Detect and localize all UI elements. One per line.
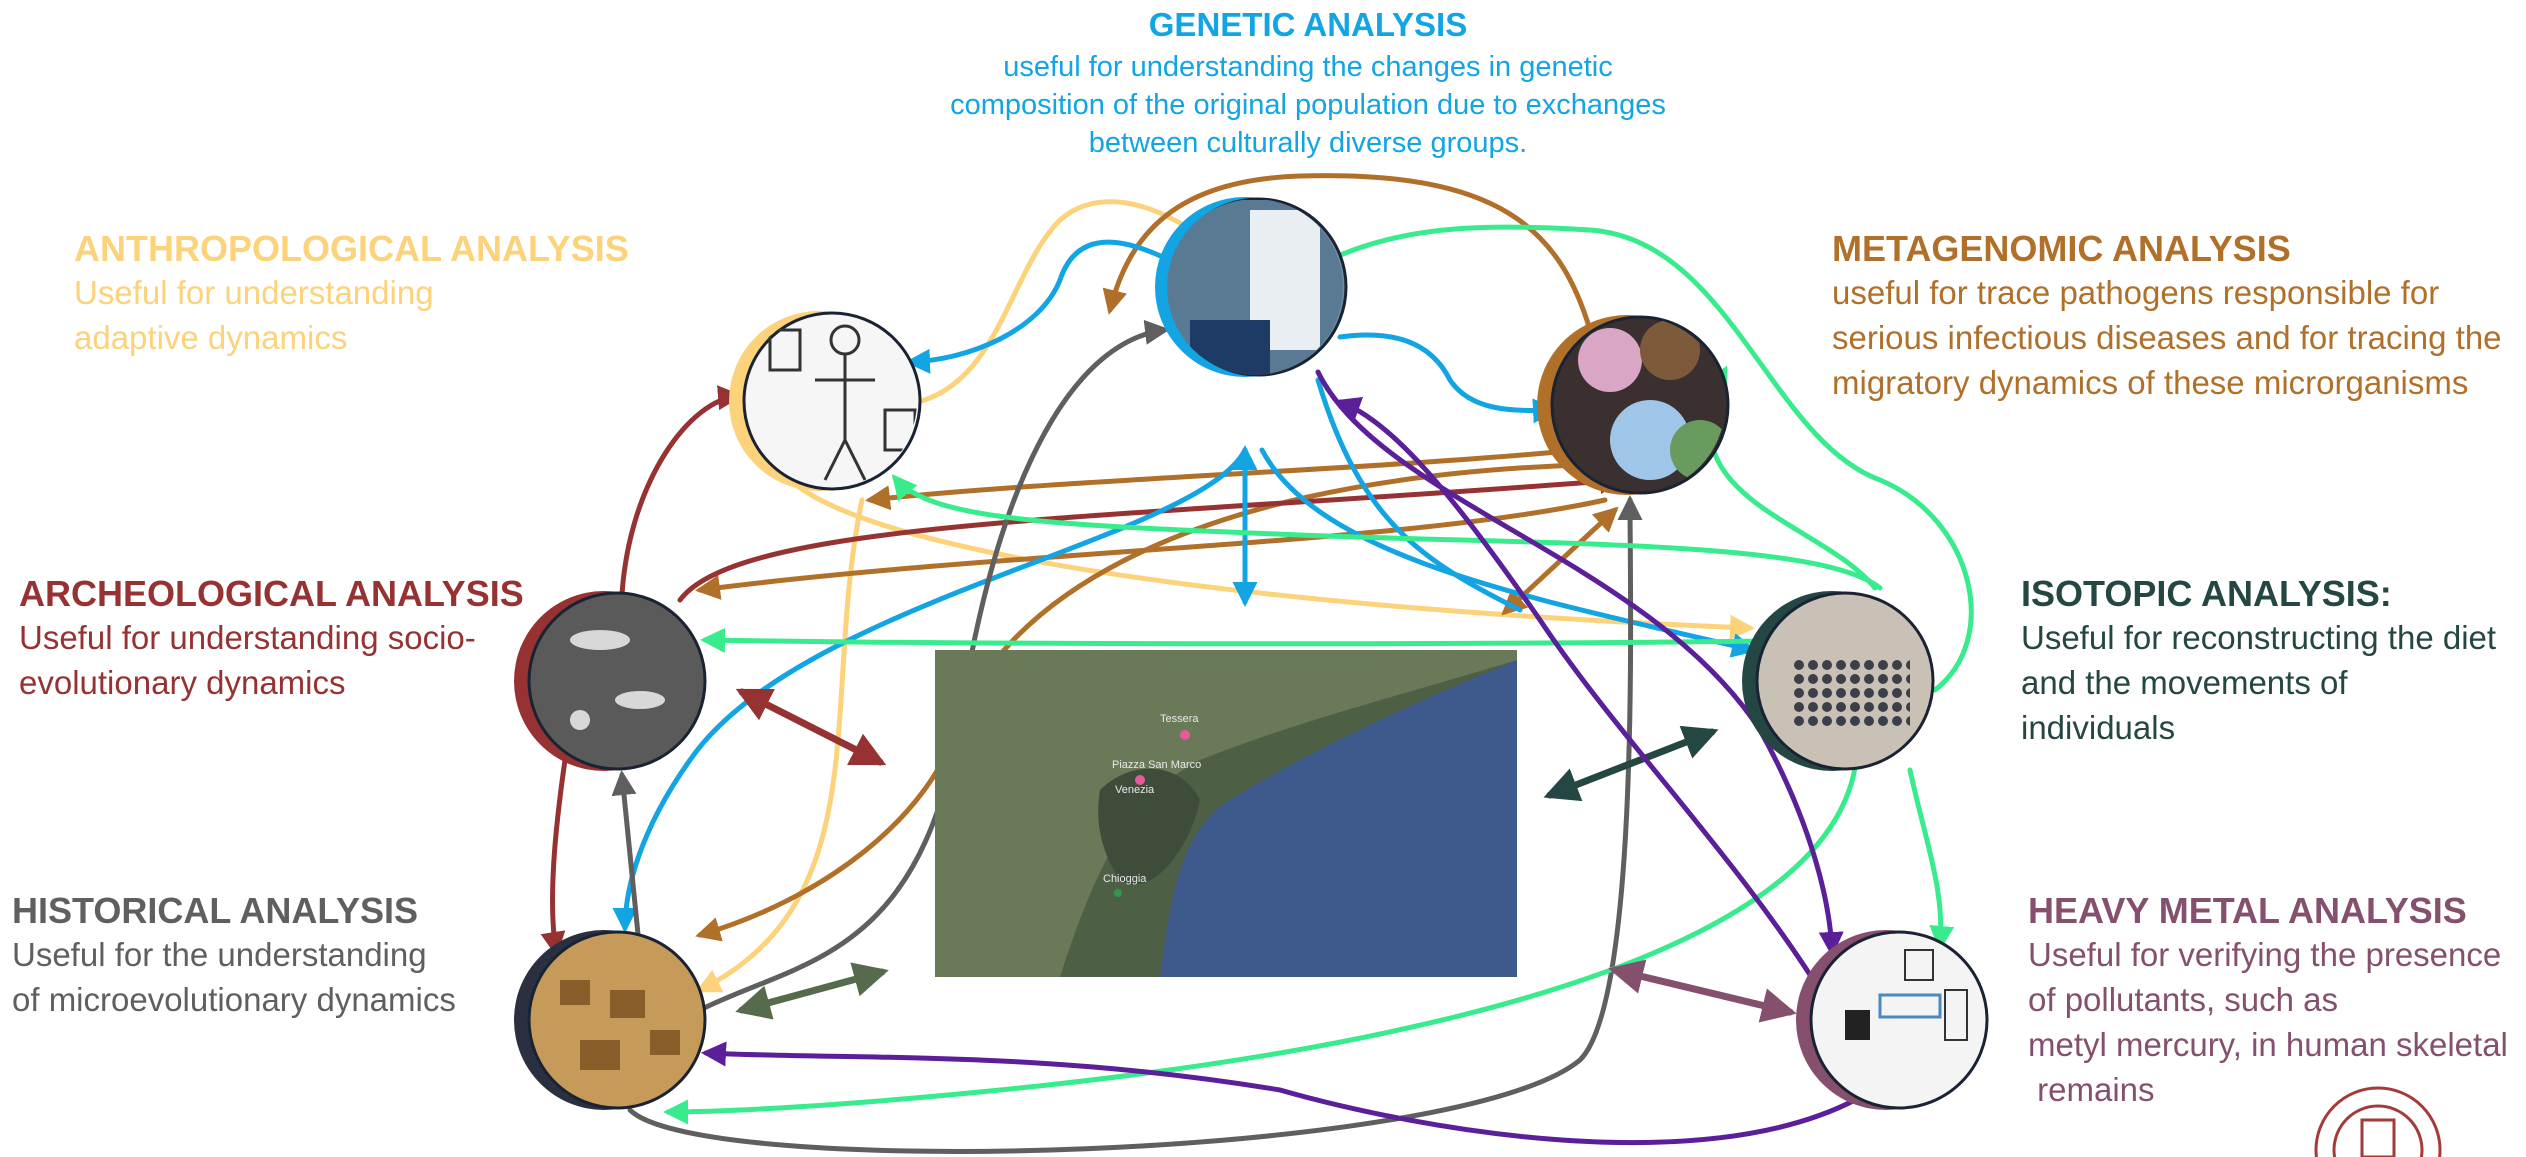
arrow-archeo-to-meta — [677, 469, 1625, 603]
node-historical — [514, 930, 707, 1110]
archeo-desc-line-1: Useful for understanding socio- — [19, 619, 476, 656]
archeological-analysis-title: ARCHEOLOGICAL ANALYSIS — [19, 573, 524, 614]
arrow-meta-to-anthro — [865, 445, 1603, 511]
arrow-iso-to-archeo — [700, 627, 1853, 653]
iso-desc-line-1: Useful for reconstructing the diet — [2021, 619, 2497, 656]
historical-analysis-title: HISTORICAL ANALYSIS — [12, 890, 419, 931]
arrow-archeo-to-anthro — [619, 385, 743, 597]
archeological-analysis-block: ARCHEOLOGICAL ANALYSIS Useful for unders… — [19, 573, 524, 705]
meta-desc-line-3: migratory dynamics of these microrganism… — [1832, 364, 2469, 401]
iso-desc-line-2: and the movements of — [2021, 664, 2348, 701]
heavy-desc-line-3: metyl mercury, in human skeletal — [2028, 1026, 2508, 1063]
arrow-anthro-to-isotopic — [787, 477, 1755, 640]
archeo-desc-line-2: evolutionary dynamics — [19, 664, 346, 701]
isotopic-analysis-title: ISOTOPIC ANALYSIS: — [2021, 573, 2392, 614]
node-heavy-metal — [1796, 930, 1989, 1110]
heavy-desc-line-2: of pollutants, such as — [2028, 981, 2339, 1018]
arrow-historical-to-archeo — [611, 770, 641, 937]
heavy-desc-line-4: remains — [2028, 1071, 2155, 1108]
arrow-archeo-to-historical — [540, 757, 568, 957]
arrow-genetic-to-meta — [1337, 332, 1558, 424]
anthro-desc-line-2: adaptive dynamics — [74, 319, 348, 356]
venice-lagoon-map: Tessera Piazza San Marco Venezia Chioggi… — [935, 650, 1517, 977]
metagenomic-analysis-title: METAGENOMIC ANALYSIS — [1832, 228, 2291, 269]
anthropological-analysis-title: ANTHROPOLOGICAL ANALYSIS — [74, 228, 629, 269]
arrow-hist-map-bidirectional — [735, 962, 889, 1020]
metagenomic-analysis-block: METAGENOMIC ANALYSIS useful for trace pa… — [1832, 228, 2502, 405]
genetic-analysis-title: GENETIC ANALYSIS — [1148, 6, 1468, 43]
map-label-venezia: Venezia — [1115, 784, 1155, 796]
arrow-heavy-map-bidirectional — [1608, 959, 1797, 1023]
genetic-desc-line-3: between culturally diverse groups. — [1088, 127, 1528, 159]
node-archeological — [514, 591, 707, 771]
arrow-iso-map-bidirectional — [1543, 725, 1719, 802]
hist-desc-line-1: Useful for the understanding — [12, 936, 427, 973]
heavy-metal-analysis-title: HEAVY METAL ANALYSIS — [2028, 890, 2467, 931]
arrow-anthro-to-genetic — [915, 199, 1209, 405]
meta-desc-line-2: serious infectious diseases and for trac… — [1832, 319, 2502, 356]
arrow-genetic-to-heavy — [1315, 369, 1844, 957]
anthro-desc-line-1: Useful for understanding — [74, 274, 434, 311]
arrow-iso-to-genetic — [1313, 224, 1974, 693]
arrow-meta-to-genetic — [1102, 173, 1593, 333]
iso-desc-line-3: individuals — [2021, 709, 2176, 746]
arrow-archeo-map-bidirectional — [735, 688, 887, 766]
heavy-metal-analysis-block: HEAVY METAL ANALYSIS Useful for verifyin… — [2028, 890, 2508, 1112]
genetic-analysis-block: GENETIC ANALYSIS useful for understandin… — [813, 4, 1803, 162]
connections — [540, 173, 1974, 1154]
map-label-chioggia: Chioggia — [1103, 873, 1147, 885]
anthropological-analysis-block: ANTHROPOLOGICAL ANALYSIS Useful for unde… — [74, 228, 629, 360]
genetic-desc-line-2: composition of the original population d… — [950, 89, 1666, 121]
node-genetic — [1155, 197, 1348, 377]
arrow-historical-to-meta — [627, 495, 1643, 1154]
university-seal-logo — [2314, 1086, 2442, 1157]
node-anthropological — [729, 311, 922, 491]
arrow-anthro-to-historical — [695, 497, 865, 993]
historical-analysis-block: HISTORICAL ANALYSIS Useful for the under… — [12, 890, 456, 1022]
heavy-desc-line-1: Useful for verifying the presence — [2028, 936, 2502, 973]
genetic-desc-line-1: useful for understanding the changes in … — [1003, 51, 1613, 83]
arrow-genetic-to-historical — [612, 447, 1248, 933]
arrow-iso-to-historical — [663, 765, 1858, 1125]
hist-desc-line-2: of microevolutionary dynamics — [12, 981, 456, 1018]
map-label-piazza: Piazza San Marco — [1112, 759, 1201, 771]
arrow-genetic-down-right — [1315, 377, 1523, 613]
arrow-iso-to-anthro — [891, 474, 1883, 591]
node-isotopic — [1742, 591, 1935, 771]
map-label-tessera: Tessera — [1160, 713, 1199, 725]
meta-desc-line-1: useful for trace pathogens responsible f… — [1832, 274, 2440, 311]
arrow-heavy-to-genetic — [1335, 397, 1829, 1003]
arrow-heavy-to-historical — [701, 1041, 1858, 1146]
arrow-iso-to-heavy — [1907, 767, 1955, 951]
isotopic-analysis-block: ISOTOPIC ANALYSIS: Useful for reconstruc… — [2021, 573, 2496, 750]
arrow-genetic-to-anthro — [905, 239, 1208, 374]
node-metagenomic — [1537, 315, 1730, 495]
